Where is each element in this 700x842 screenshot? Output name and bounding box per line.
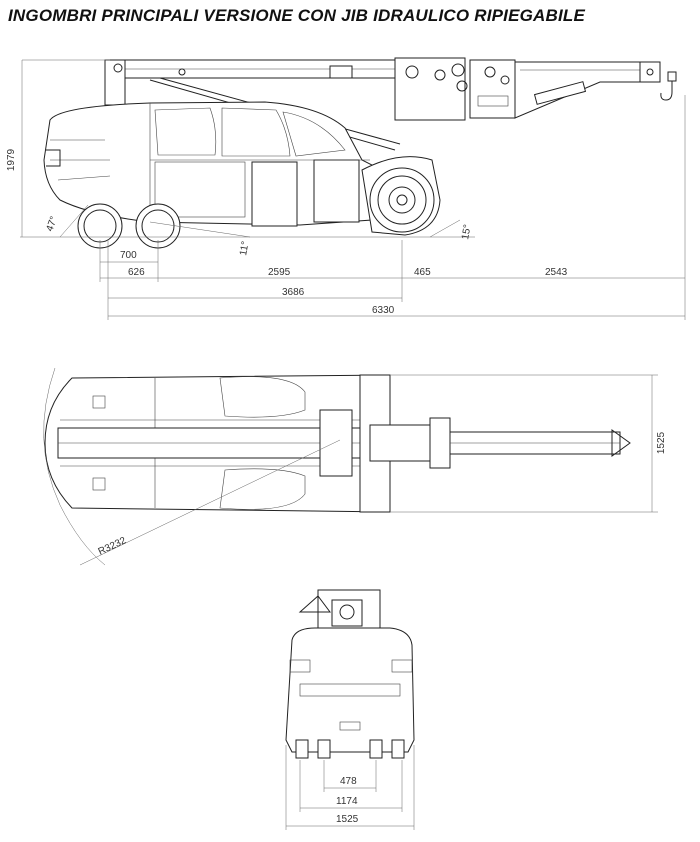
height-label: 1979	[6, 148, 17, 171]
angle-rear-label: 15°	[460, 224, 473, 241]
dim-2543: 2543	[545, 267, 568, 278]
dim-626: 626	[128, 267, 145, 278]
side-dimension-lines	[99, 95, 686, 320]
top-width-label: 1525	[656, 431, 667, 454]
radius-label: R3232	[97, 535, 129, 558]
angle-front-label: 47°	[44, 215, 60, 233]
dim-3686: 3686	[282, 287, 305, 298]
dim-1525-rear: 1525	[336, 814, 359, 825]
page-title: INGOMBRI PRINCIPALI VERSIONE CON JIB IDR…	[8, 6, 586, 25]
dim-478: 478	[340, 776, 357, 787]
dim-1174: 1174	[336, 796, 358, 807]
angle-mid-label: 11°	[238, 240, 251, 256]
dim-2595: 2595	[268, 267, 291, 278]
dim-700: 700	[120, 250, 137, 261]
top-view: 1525 R3232	[43, 367, 667, 566]
dim-465: 465	[414, 267, 431, 278]
side-boom	[104, 57, 677, 151]
rear-view: 478 1174 1525	[285, 589, 415, 830]
side-view: 1979 47° 11° 15° 700 626 2595 465 2543 3…	[6, 57, 686, 320]
dim-6330: 6330	[372, 305, 395, 316]
side-reference-lines	[20, 59, 475, 238]
